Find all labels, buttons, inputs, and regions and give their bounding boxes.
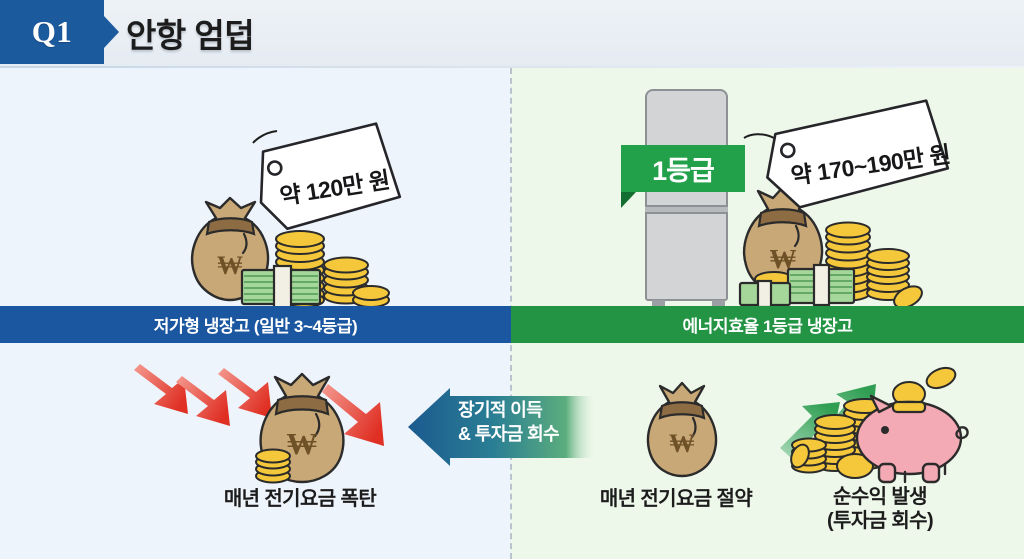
money-bag-icon: ₩: [186, 196, 390, 310]
refrigerator-icon: [645, 89, 728, 301]
banner-low-grade: 저가형 냉장고 (일반 3~4등급): [0, 306, 511, 343]
banner-low-grade-label: 저가형 냉장고 (일반 3~4등급): [153, 317, 358, 336]
refrigerator-door-divider: [645, 205, 728, 214]
svg-text:₩: ₩: [669, 429, 695, 458]
banner-grade1: 에너지효율 1등급 냉장고: [511, 306, 1024, 343]
question-badge: Q1: [0, 0, 104, 64]
price-tag-icon-left: 약 120만 원: [233, 122, 409, 239]
red-down-arrow-icon: [132, 360, 402, 470]
caption-electricity-saving: 매년 전기요금 절약: [599, 488, 753, 510]
price-tag-icon-right: 약 170~190만 원: [742, 99, 957, 216]
caption-net-profit-line2: (투자금 회수): [826, 510, 934, 533]
money-bag-icon-bottom-right: ₩: [636, 381, 728, 478]
long-term-benefit-text: 장기적 이득 & 투자금 회수: [458, 399, 592, 447]
energy-grade-badge: 1등급: [621, 145, 745, 192]
header-divider: [0, 66, 1024, 69]
header-bar: Q1 안항 엄덥: [0, 0, 1024, 68]
benefit-line-2: & 투자금 회수: [458, 423, 560, 444]
refrigerator-foot-right: [712, 300, 725, 308]
caption-net-profit: 순수익 발생 (투자금 회수): [790, 485, 970, 534]
page-title: 안항 엄덥: [126, 17, 255, 54]
energy-grade-label: 1등급: [652, 156, 715, 186]
badge-arrow-icon: [104, 16, 119, 48]
question-badge-label: Q1: [31, 14, 73, 49]
piggy-bank-icon: [790, 366, 973, 488]
money-bag-icon-bottom-left: ₩: [244, 372, 362, 484]
money-bag-icon-right: ₩: [736, 183, 926, 309]
caption-electricity-bomb: 매년 전기요금 폭탄: [223, 488, 377, 510]
caption-net-profit-line1: 순수익 발생: [833, 486, 928, 508]
banner-grade1-label: 에너지효율 1등급 냉장고: [682, 317, 853, 336]
svg-text:₩: ₩: [217, 251, 243, 280]
grade-ribbon-fold: [621, 192, 636, 208]
long-term-benefit-arrow: 장기적 이득 & 투자금 회수: [406, 388, 596, 466]
svg-text:₩: ₩: [287, 426, 318, 461]
benefit-line-1: 장기적 이득: [458, 400, 543, 420]
refrigerator-foot-left: [652, 300, 665, 308]
